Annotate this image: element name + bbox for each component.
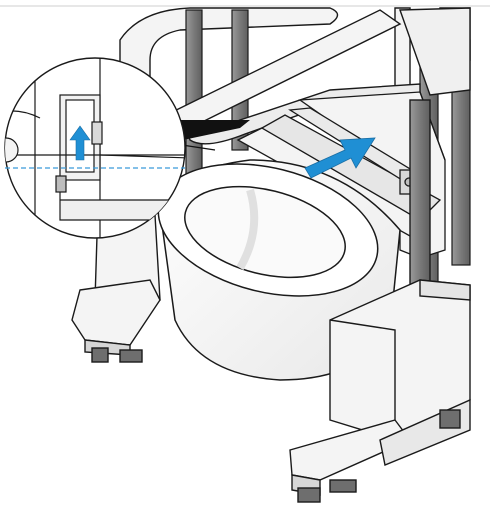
- slide-in-arrow: [304, 137, 376, 179]
- base-right: [289, 99, 471, 503]
- front-post-right: [409, 99, 431, 291]
- callout-leader: [180, 120, 250, 151]
- toilet-bowl: [157, 159, 401, 381]
- detail-callout: [4, 57, 186, 239]
- up-arrow: [69, 125, 91, 161]
